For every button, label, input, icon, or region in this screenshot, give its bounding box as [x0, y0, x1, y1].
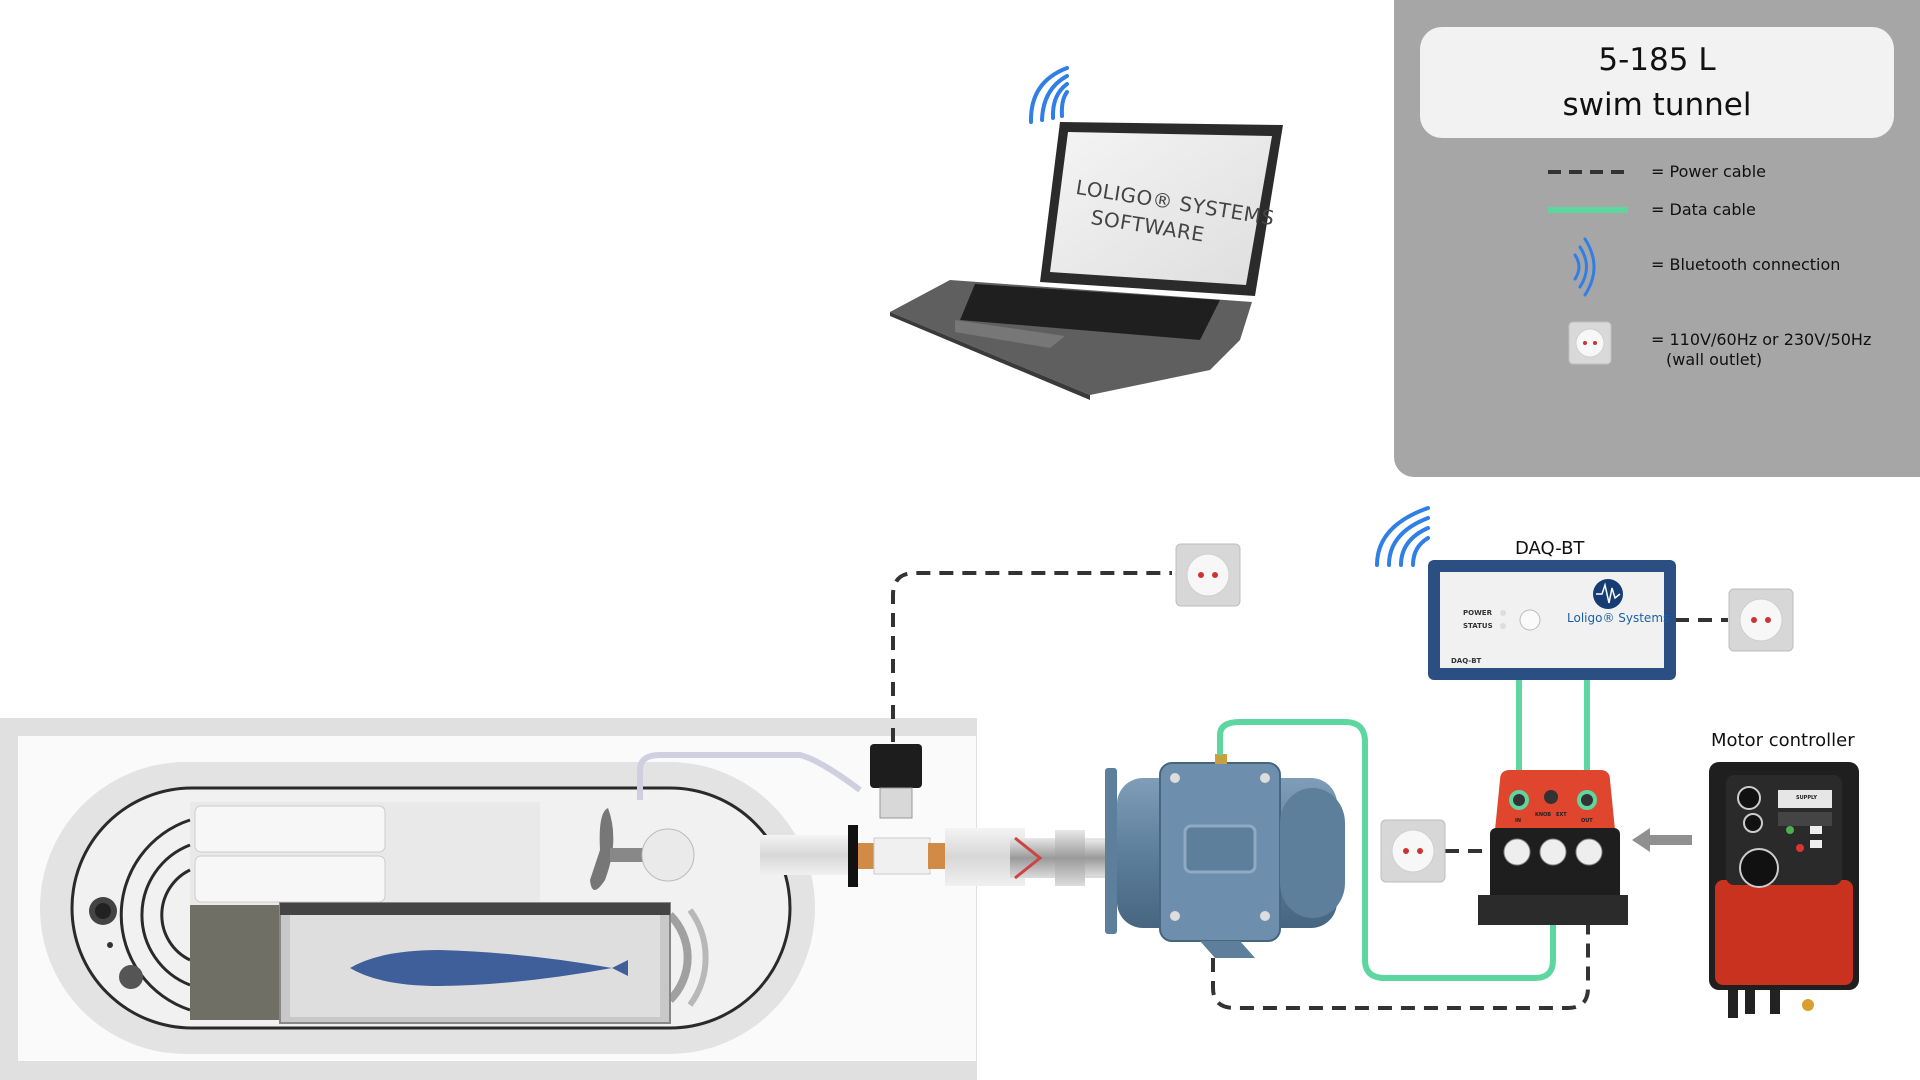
arrow-icon [1632, 828, 1692, 852]
motor-controller-title: Motor controller [1711, 730, 1855, 751]
daq-corner-label: DAQ-BT [1451, 657, 1482, 665]
daq-title: DAQ-BT [1515, 538, 1585, 559]
converter-ext-label: EXT [1556, 812, 1567, 818]
motor-controller-device [1709, 762, 1859, 1018]
legend-outlet-label-line2: (wall outlet) [1666, 350, 1763, 369]
daq-status-label: STATUS [1463, 622, 1493, 630]
legend-power-cable-label: = Power cable [1651, 162, 1766, 181]
wall-outlet-converter [1380, 819, 1446, 883]
power-cable-motor [1211, 920, 1590, 1010]
data-cable-motor [1217, 719, 1556, 981]
daq-power-label: POWER [1463, 609, 1492, 617]
legend-data-cable-label: = Data cable [1651, 200, 1756, 219]
laptop-bluetooth-icon [1028, 66, 1069, 124]
wall-outlet-daq [1728, 588, 1794, 652]
daq-bt-device [1428, 560, 1676, 680]
converter-knob-label: KNOB [1535, 812, 1552, 818]
legend-wall-outlet-icon [1568, 321, 1612, 365]
legend-bluetooth-label: = Bluetooth connection [1651, 255, 1841, 274]
legend-title-line2: swim tunnel [1562, 87, 1752, 123]
signal-converter [1478, 770, 1628, 925]
converter-out-label: OUT [1581, 818, 1593, 824]
wall-outlet-pump [1175, 543, 1241, 607]
converter-in-label: IN [1515, 818, 1522, 824]
legend-bluetooth-icon [1573, 237, 1596, 297]
laptop [890, 122, 1283, 400]
legend-title-line1: 5-185 L [1598, 42, 1716, 78]
motor-controller-supply-label: SUPPLY [1796, 795, 1818, 801]
power-cable-pump [891, 571, 1172, 742]
motor [1105, 754, 1345, 958]
swim-tunnel [0, 718, 1125, 1080]
daq-bluetooth-icon [1375, 506, 1430, 567]
daq-brand: Loligo® Systems [1567, 611, 1670, 625]
legend-title-box: 5-185 L swim tunnel [1420, 27, 1894, 138]
legend-outlet-label-line1: = 110V/60Hz or 230V/50Hz [1651, 330, 1872, 349]
